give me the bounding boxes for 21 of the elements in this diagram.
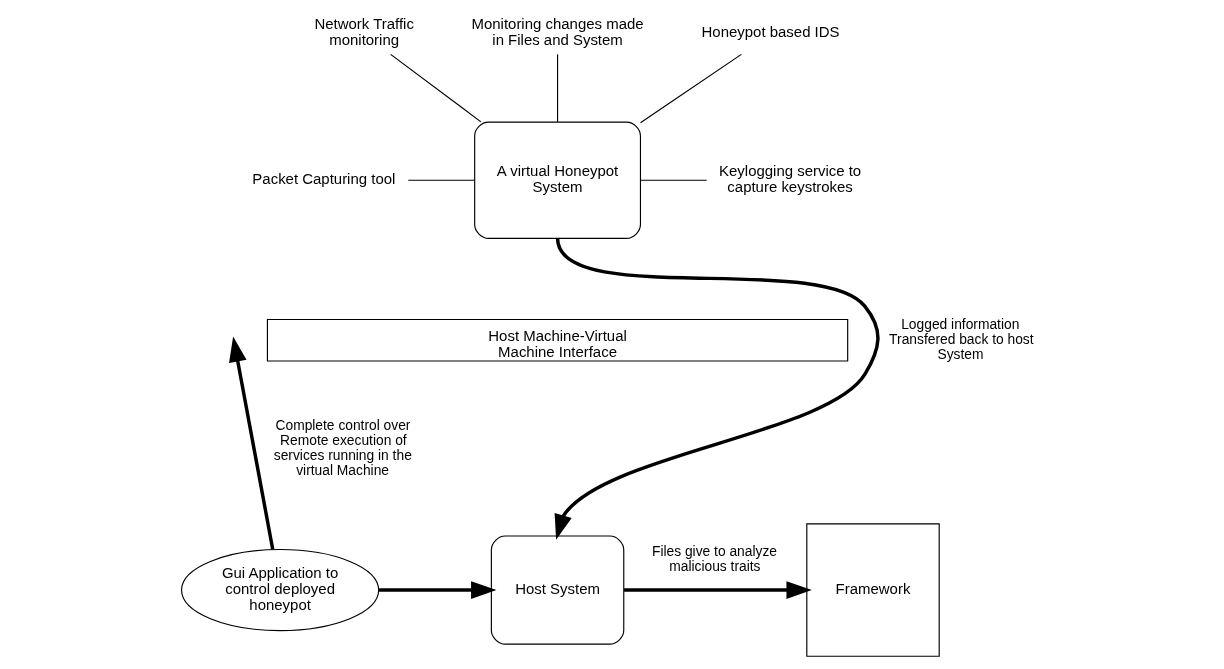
- node-text: Packet Capturing tool: [251, 170, 395, 188]
- node-box: A virtual Honeypot System: [473, 121, 641, 239]
- connector: [639, 179, 707, 181]
- node-box: Host System: [490, 535, 624, 645]
- connector: [407, 179, 475, 181]
- arrow: [554, 237, 879, 540]
- node-box: Host Machine-Virtual Machine Interface: [266, 318, 848, 362]
- connector: [389, 53, 482, 123]
- connector: [556, 53, 558, 123]
- connector: [639, 53, 742, 124]
- node-ellipse: Gui Application to control deployed honeypot: [180, 548, 379, 632]
- edge-label: Complete control over Remote execution of services running in the virtual Machine: [273, 417, 412, 479]
- arrow: [378, 581, 496, 599]
- edge-label: Files give to analyze malicious traits: [651, 543, 777, 575]
- node-text: Network Traffic monitoring: [313, 15, 414, 49]
- arrow: [623, 581, 812, 599]
- node-text: Honeypot based IDS: [701, 23, 840, 41]
- node-text: Keylogging service to capture keystrokes: [718, 162, 861, 196]
- edge-label: Logged information Transfered back to host System: [888, 316, 1034, 363]
- node-text: Monitoring changes made in Files and System: [471, 15, 644, 49]
- node-box: Framework: [805, 523, 940, 657]
